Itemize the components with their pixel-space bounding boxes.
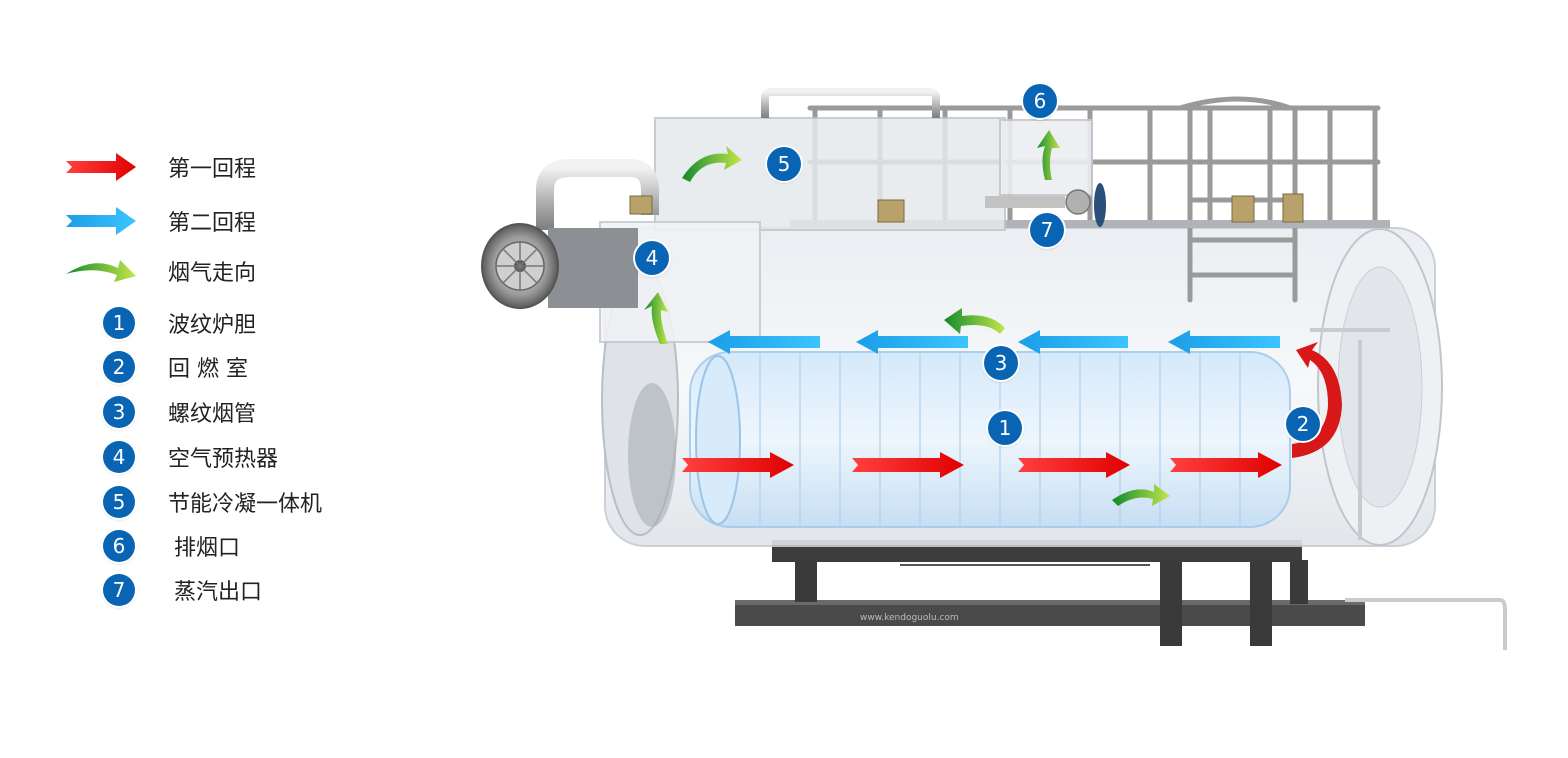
legend-label-first-pass: 第一回程 (168, 157, 257, 182)
diagram-badge-4: 4 (635, 241, 669, 275)
diagram-badge-2: 2 (1286, 407, 1320, 441)
diagram-badge-3: 3 (984, 346, 1018, 380)
legend-item-label: 排烟口 (174, 536, 241, 561)
legend-item-1: 1 波纹炉胆 (60, 306, 256, 340)
green-arrow-tubes (944, 308, 1005, 334)
base-frame (735, 540, 1365, 646)
legend-item-label: 螺纹烟管 (168, 402, 257, 427)
green-curved-arrow-icon (66, 260, 136, 282)
legend-label-second-pass: 第二回程 (168, 211, 257, 236)
diagram-badge-5: 5 (767, 147, 801, 181)
green-arrow-furnace (1112, 484, 1170, 506)
legend-item-label: 波纹炉胆 (168, 313, 257, 338)
diagram-badge-1: 1 (988, 411, 1022, 445)
legend-item-3: 3 螺纹烟管 (60, 395, 256, 429)
side-piping (1310, 328, 1507, 650)
legend-item-label: 蒸汽出口 (174, 580, 263, 605)
blue-arrow-icon (66, 207, 136, 235)
number-badge: 3 (103, 396, 135, 428)
blue-arrow-4 (1168, 330, 1280, 354)
legend-label-flue-direction: 烟气走向 (168, 261, 257, 286)
red-arrow-1 (682, 452, 794, 478)
legend-item-label: 空气预热器 (168, 447, 279, 472)
number-badge: 7 (103, 574, 135, 606)
red-arrow-4 (1170, 452, 1282, 478)
diagram-badge-7: 7 (1030, 213, 1064, 247)
legend-item-4: 4 空气预热器 (60, 440, 278, 474)
top-platform (790, 220, 1390, 228)
steam-valve (985, 183, 1106, 227)
red-arrow-3 (1018, 452, 1130, 478)
legend-row-flue-direction: 烟气走向 (60, 254, 256, 288)
second-pass-arrows (708, 330, 1280, 354)
diagram-badge-6: 6 (1023, 84, 1057, 118)
flue-arrows (644, 130, 1170, 506)
green-arrow-exhaust (1037, 130, 1060, 180)
legend-item-5: 5 节能冷凝一体机 (60, 485, 322, 519)
number-badge: 2 (103, 351, 135, 383)
corrugated-furnace (689, 351, 1291, 528)
number-badge: 5 (103, 486, 135, 518)
legend-item-7: 7 蒸汽出口 (60, 573, 262, 607)
number-badge: 6 (103, 530, 135, 562)
legend-row-second-pass: 第二回程 (60, 204, 256, 238)
watermark: www.kendoguolu.com (860, 613, 959, 623)
legend-row-first-pass: 第一回程 (60, 150, 256, 184)
number-badge: 1 (103, 307, 135, 339)
green-arrow-preheater (644, 292, 668, 344)
red-arrow-icon (66, 153, 136, 181)
burner (481, 159, 659, 309)
first-pass-arrows (682, 452, 1282, 478)
green-arrow-economizer (682, 146, 742, 182)
legend-item-label: 节能冷凝一体机 (168, 492, 323, 517)
legend-item-label: 回 燃 室 (168, 357, 248, 382)
blue-arrow-2 (856, 330, 968, 354)
safety-valves (629, 193, 1304, 223)
blue-arrow-3 (1018, 330, 1128, 354)
number-badge: 4 (103, 441, 135, 473)
economizer-box (654, 117, 1006, 231)
red-arrow-2 (852, 452, 964, 478)
legend-item-2: 2 回 燃 室 (60, 350, 248, 384)
economizer-pipe (761, 88, 940, 118)
blue-arrow-1 (708, 330, 820, 354)
legend-item-6: 6 排烟口 (60, 529, 240, 563)
red-curved-arrow-icon (1292, 342, 1342, 458)
